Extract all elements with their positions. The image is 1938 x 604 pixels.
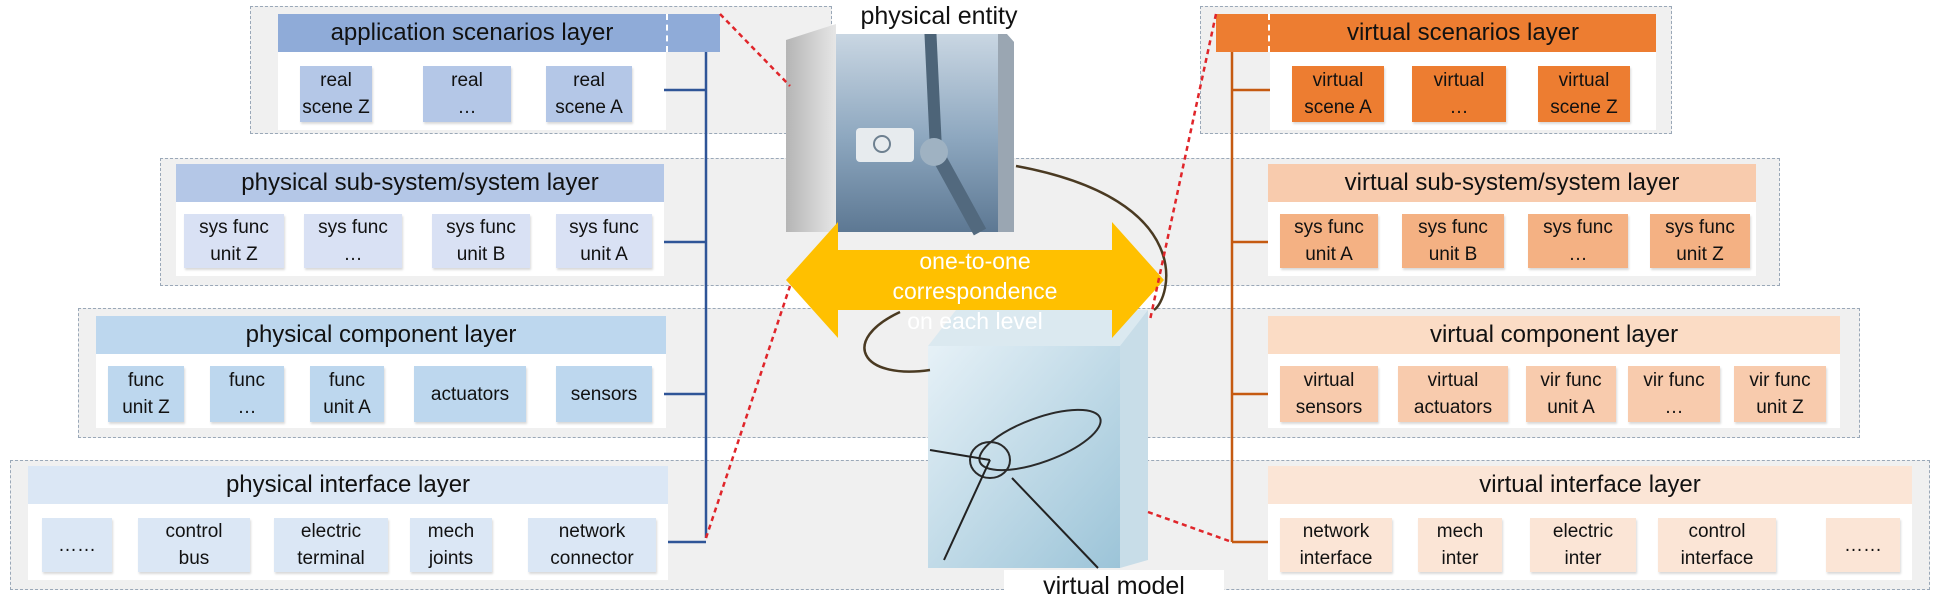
virtual-subsystem-layer: virtual sub-system/system layer sys func… [1268, 164, 1756, 276]
unit-sys-func-z: sys func unit Z [1650, 214, 1750, 268]
unit-sys-func-ellipsis: sys func … [304, 214, 402, 268]
unit-ellipsis: …… [1826, 518, 1900, 572]
unit-vir-func-a: vir func unit A [1526, 366, 1616, 422]
layer-title: physical component layer [96, 316, 666, 354]
virtual-interface-layer: virtual interface layer network interfac… [1268, 466, 1912, 580]
physical-subsystem-layer: physical sub-system/system layer sys fun… [176, 164, 664, 276]
unit-sensors: sensors [556, 366, 652, 422]
unit-real-ellipsis: real … [423, 66, 511, 122]
scenario-title-tab [666, 14, 720, 52]
layer-title: physical sub-system/system layer [176, 164, 664, 202]
unit-func-a: func unit A [310, 366, 384, 422]
layer-title: virtual interface layer [1268, 466, 1912, 504]
curved-link-arrow [1015, 164, 1168, 312]
unit-virtual-ellipsis: virtual … [1412, 66, 1506, 122]
layer-title: virtual component layer [1268, 316, 1840, 354]
unit-real-scene-z: real scene Z [300, 66, 372, 122]
unit-actuators: actuators [414, 366, 526, 422]
unit-network-connector: network connector [528, 518, 656, 572]
unit-electric-terminal: electric terminal [274, 518, 388, 572]
virtual-model-label: virtual model [1004, 570, 1224, 602]
unit-virtual-scene-z: virtual scene Z [1538, 66, 1630, 122]
layer-title: application scenarios layer [278, 14, 666, 52]
virtual-bracket-lines [1230, 52, 1270, 544]
unit-real-scene-a: real scene A [546, 66, 632, 122]
physical-entity-label: physical entity [836, 0, 1042, 34]
unit-virtual-scene-a: virtual scene A [1292, 66, 1384, 122]
unit-vir-func-z: vir func unit Z [1734, 366, 1826, 422]
virtual-component-layer: virtual component layer virtual sensors … [1268, 316, 1840, 428]
virtual-scenario-title-tab [1216, 14, 1270, 52]
unit-virtual-sensors: virtual sensors [1280, 366, 1378, 422]
unit-control-bus: control bus [138, 518, 250, 572]
correspondence-line-1: one-to-one correspondence [892, 248, 1058, 304]
physical-interface-layer: physical interface layer …… control bus … [28, 466, 668, 580]
correspondence-arrow [786, 222, 1164, 338]
unit-sys-func-a: sys func unit A [556, 214, 652, 268]
unit-sys-func-z: sys func unit Z [184, 214, 284, 268]
virtual-scenarios-layer: virtual scenarios layer virtual scene A … [1270, 14, 1656, 130]
application-scenarios-layer: application scenarios layer real scene Z… [278, 14, 666, 130]
layer-title: virtual scenarios layer [1270, 14, 1656, 52]
unit-ellipsis: …… [42, 518, 112, 572]
unit-sys-func-a: sys func unit A [1280, 214, 1378, 268]
unit-func-z: func unit Z [108, 366, 184, 422]
correspondence-line-2: on each level [907, 308, 1043, 334]
unit-vir-func-ellipsis: vir func … [1628, 366, 1720, 422]
physical-entity-image [786, 23, 1014, 236]
physical-component-layer: physical component layer func unit Z fun… [96, 316, 666, 428]
unit-mech-inter: mech inter [1418, 518, 1502, 572]
correspondence-text: one-to-one correspondence on each level [838, 246, 1112, 336]
unit-network-interface: network interface [1280, 518, 1392, 572]
unit-mech-joints: mech joints [410, 518, 492, 572]
unit-sys-func-ellipsis: sys func … [1528, 214, 1628, 268]
unit-sys-func-b: sys func unit B [1402, 214, 1504, 268]
layer-title: physical interface layer [28, 466, 668, 504]
physical-bracket-lines [664, 52, 708, 544]
unit-control-interface: control interface [1658, 518, 1776, 572]
unit-sys-func-b: sys func unit B [432, 214, 530, 268]
layer-title: virtual sub-system/system layer [1268, 164, 1756, 202]
unit-func-ellipsis: func … [210, 366, 284, 422]
virtual-model-image [928, 310, 1148, 569]
red-dashed-links [704, 13, 1233, 544]
unit-virtual-actuators: virtual actuators [1398, 366, 1508, 422]
unit-electric-inter: electric inter [1530, 518, 1636, 572]
